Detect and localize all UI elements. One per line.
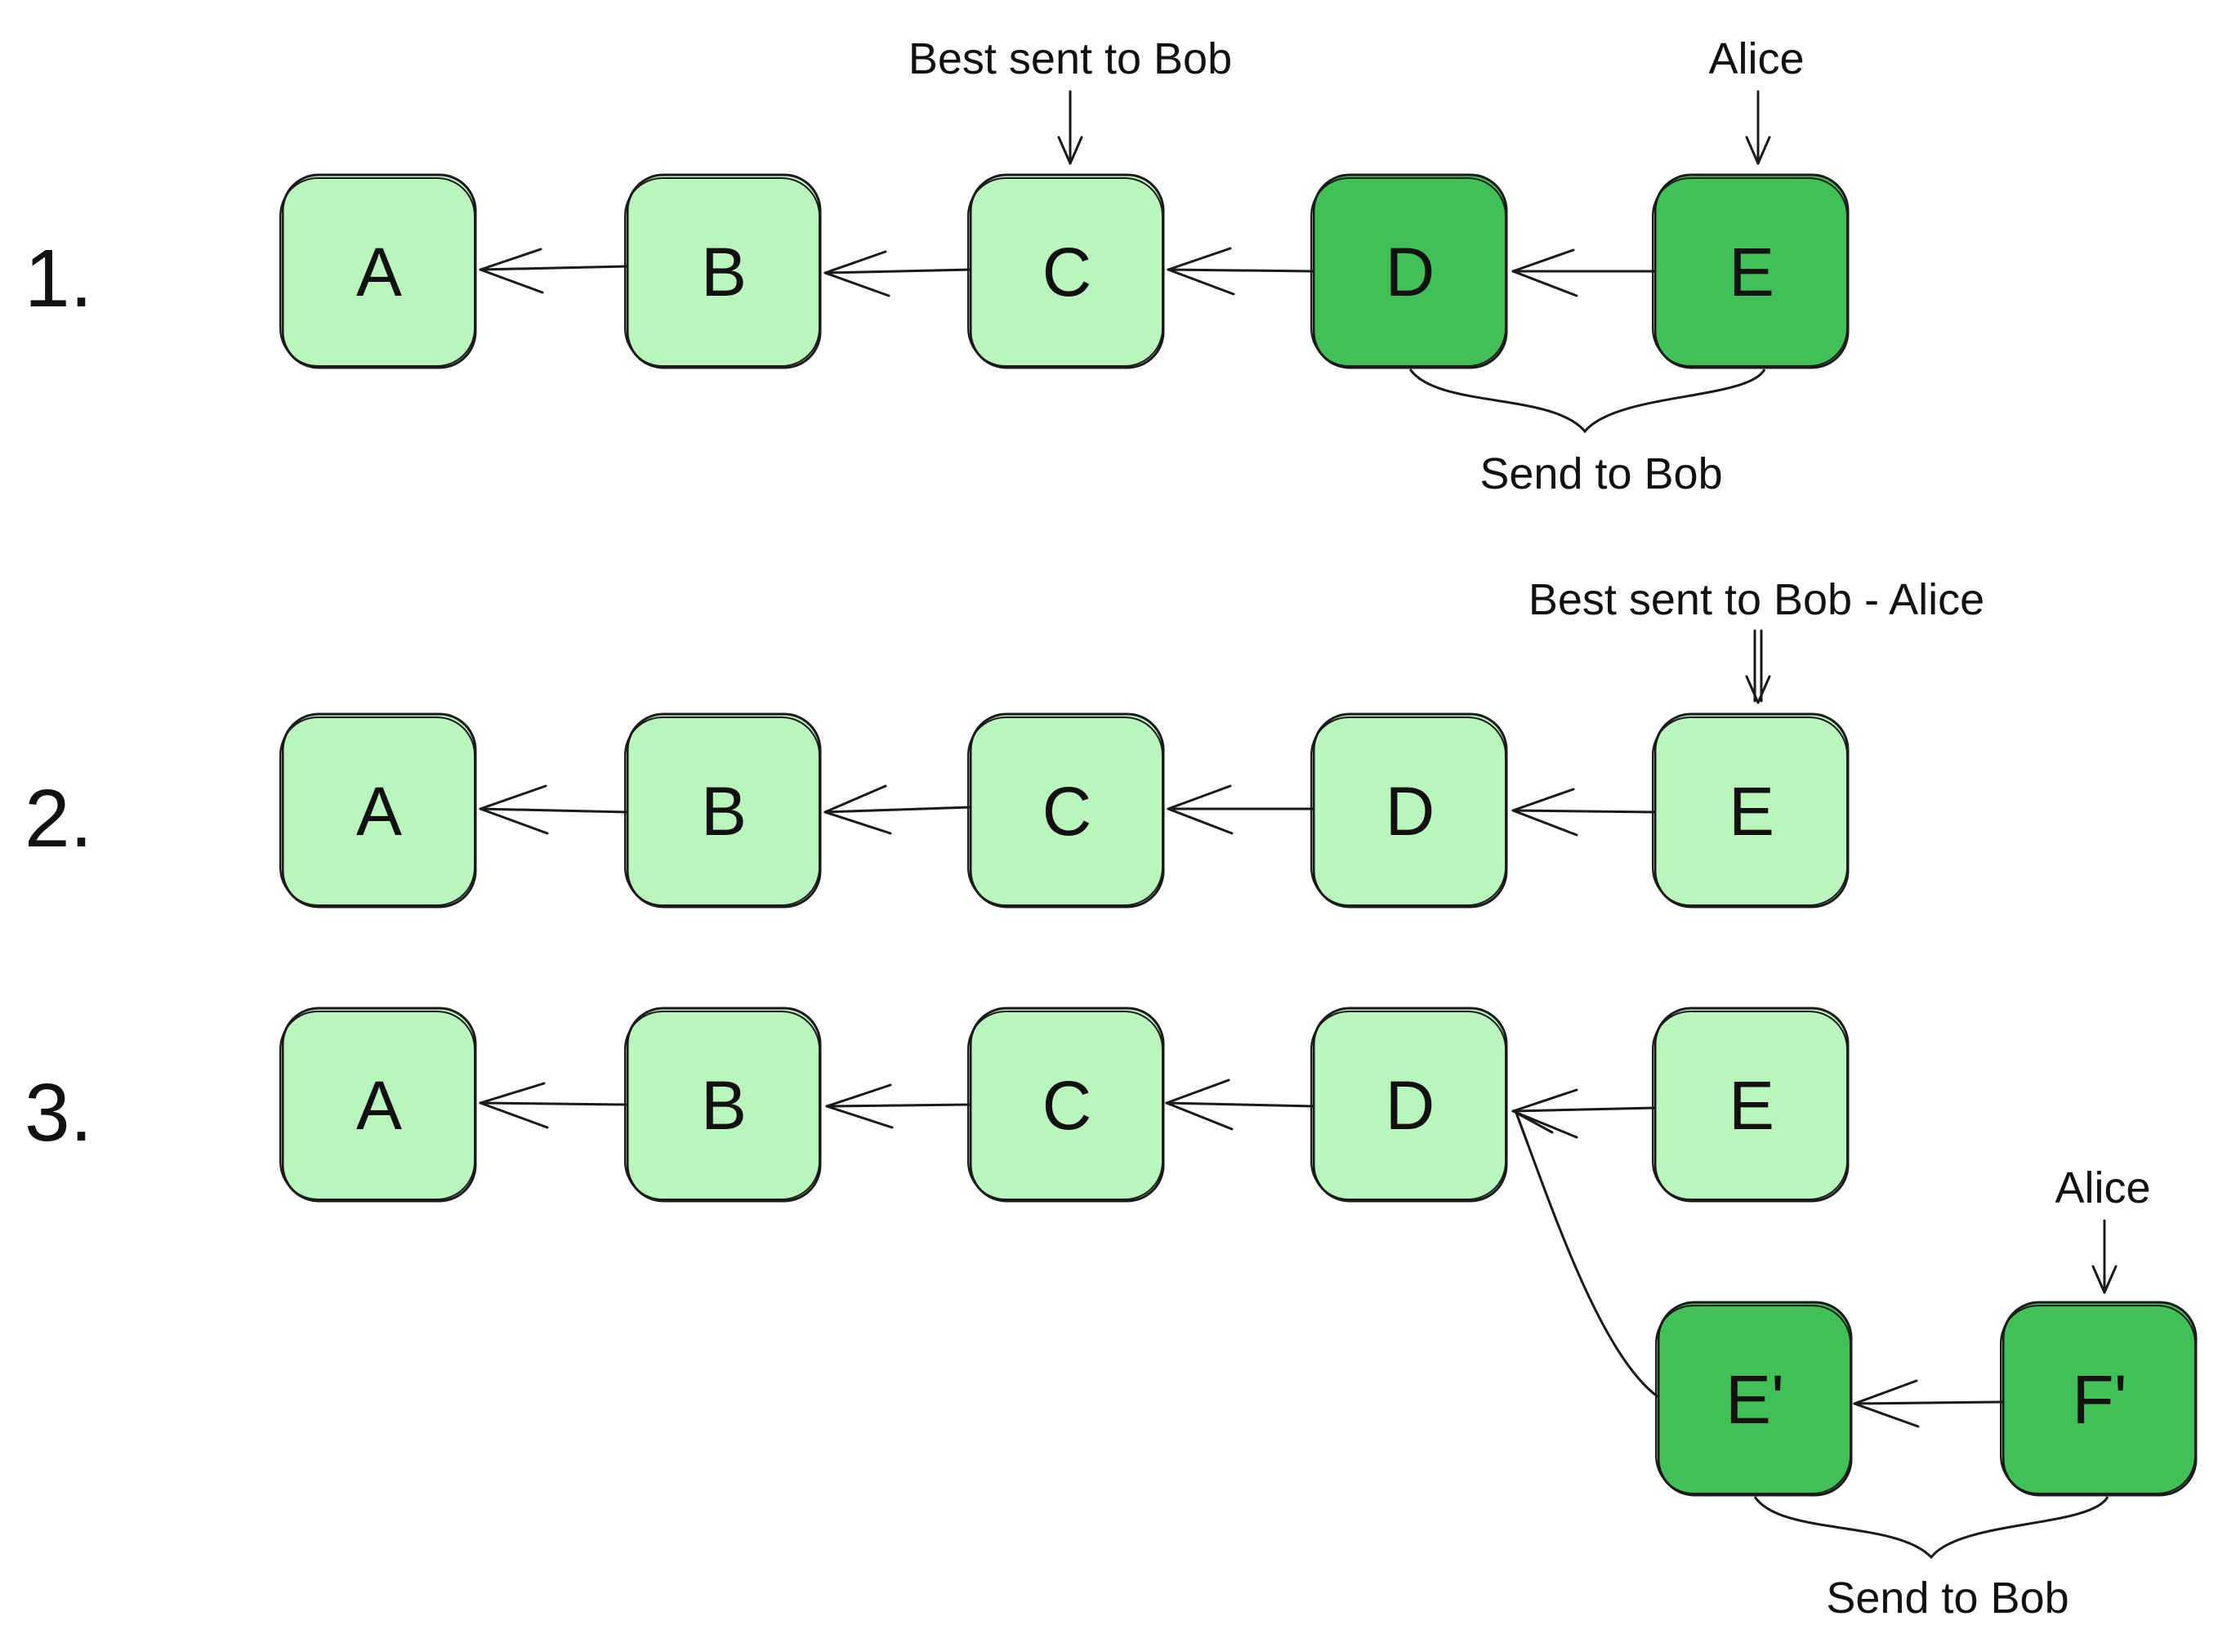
row-2: 2. A B C: [25, 575, 1984, 909]
node-label: C: [1042, 234, 1092, 310]
arrow-e-to-d: [1511, 788, 1657, 837]
arrow-b-to-a: [479, 1082, 629, 1129]
row-1-node-e: E: [1652, 173, 1850, 369]
row-1-node-c: C: [967, 173, 1165, 369]
send-brace: [1408, 368, 1766, 434]
row-1-node-b: B: [624, 173, 822, 369]
row-2-arrows: [479, 784, 1657, 837]
row-1-arrows: [479, 247, 1657, 297]
row-3-arrows: [479, 1078, 2003, 1428]
arrow-d-to-c: [1167, 784, 1315, 835]
down-arrow-icon: [1057, 90, 1083, 165]
node-label: E: [1729, 773, 1774, 850]
node-label: E': [1725, 1361, 1784, 1438]
arrow-d-to-c: [1167, 247, 1315, 296]
node-label: D: [1386, 1067, 1435, 1144]
row-3-node-c: C: [967, 1007, 1165, 1203]
node-label: D: [1386, 773, 1435, 850]
arrow-b-to-a: [479, 784, 629, 835]
row-3-node-f-prime: F': [2000, 1301, 2198, 1497]
node-label: C: [1042, 1067, 1092, 1144]
best-sent-alice-marker-label: Best sent to Bob - Alice: [1529, 575, 1984, 624]
row-3-node-b: B: [624, 1007, 822, 1203]
row-2-node-d: D: [1310, 712, 1508, 909]
row-1-node-d: D: [1310, 173, 1508, 369]
row-3-node-d: D: [1310, 1007, 1508, 1203]
row-3-node-a: A: [279, 1007, 477, 1203]
node-label: A: [356, 773, 402, 850]
node-label: F': [2072, 1361, 2127, 1438]
node-label: E: [1729, 1067, 1774, 1144]
node-label: B: [701, 1067, 747, 1144]
arrow-c-to-b: [823, 250, 972, 297]
alice-marker-label: Alice: [2055, 1163, 2150, 1212]
node-label: A: [356, 234, 402, 310]
row-1: 1. A B: [25, 34, 1850, 498]
row-3: 3. A: [25, 1007, 2198, 1623]
send-to-bob-label: Send to Bob: [1826, 1574, 2068, 1623]
row-2-node-c: C: [967, 712, 1165, 909]
row-2-node-e: E: [1652, 712, 1850, 909]
row-3-node-e-prime: E': [1655, 1301, 1853, 1497]
row-number-3: 3.: [25, 1067, 92, 1159]
arrow-e-to-d: [1511, 1088, 1657, 1139]
row-number-1: 1.: [25, 233, 92, 324]
double-down-arrow-icon: [1745, 629, 1771, 704]
send-brace: [1753, 1496, 2109, 1560]
send-to-bob-label: Send to Bob: [1479, 449, 1722, 498]
node-label: E: [1729, 234, 1774, 310]
down-arrow-icon: [2091, 1219, 2118, 1294]
row-2-node-a: A: [279, 712, 477, 909]
arrow-e-prime-to-d: [1515, 1111, 1660, 1399]
row-2-node-b: B: [624, 712, 822, 909]
arrow-c-to-b: [825, 1083, 972, 1129]
row-3-node-e: E: [1652, 1007, 1850, 1203]
node-label: D: [1386, 234, 1435, 310]
alice-marker-label: Alice: [1708, 34, 1804, 83]
node-label: C: [1042, 773, 1092, 850]
node-label: B: [701, 234, 747, 310]
arrow-d-to-c: [1165, 1078, 1315, 1131]
arrow-e-to-d: [1511, 248, 1657, 297]
row-number-2: 2.: [25, 773, 92, 864]
arrow-b-to-a: [479, 248, 629, 294]
node-label: A: [356, 1067, 402, 1144]
down-arrow-icon: [1745, 90, 1771, 165]
node-label: B: [701, 773, 747, 850]
arrow-c-to-b: [823, 784, 972, 835]
best-sent-marker-label: Best sent to Bob: [908, 34, 1232, 83]
arrow-f-prime-to-e-prime: [1853, 1379, 2003, 1428]
row-1-node-a: A: [279, 173, 477, 369]
